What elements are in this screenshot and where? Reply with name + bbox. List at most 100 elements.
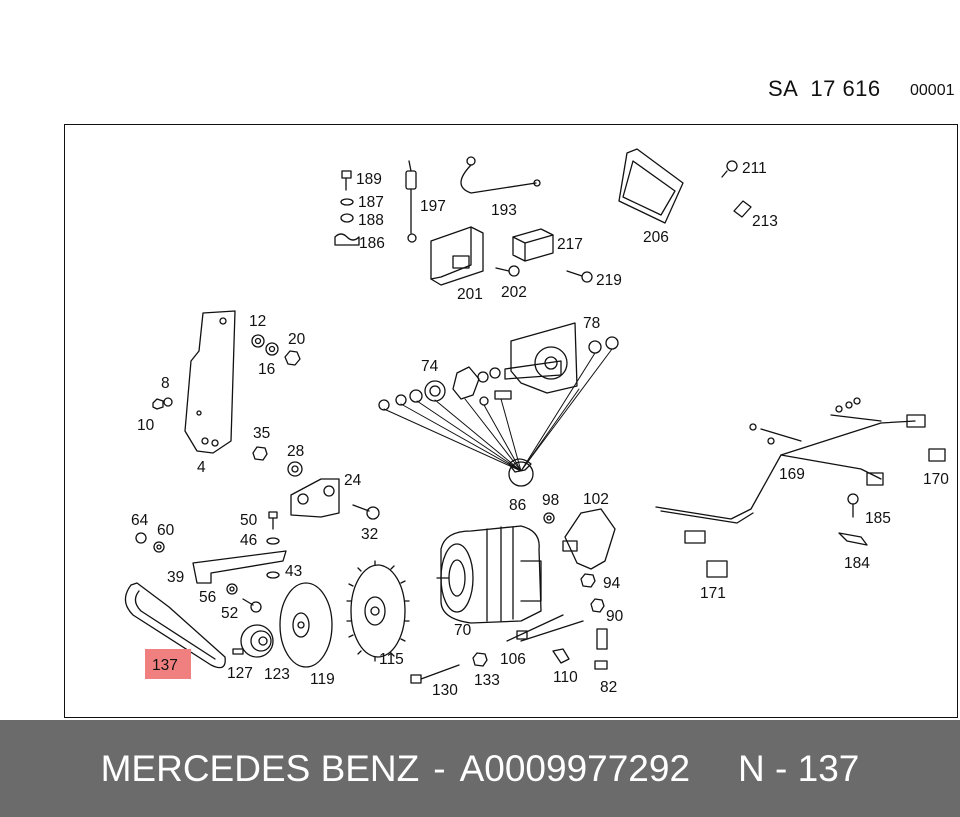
v-belt-137: [124, 582, 226, 669]
nut-20: [284, 350, 301, 366]
parts-diagram-frame: 189 187 188 186 197 193 201 202 217 219 …: [64, 124, 958, 718]
control-unit-201: [430, 226, 484, 286]
callout-98: 98: [542, 492, 559, 509]
callout-188: 188: [358, 212, 384, 229]
cover-206: [618, 148, 684, 224]
washer-12: [251, 334, 265, 348]
fan-115: [346, 560, 410, 662]
callout-24: 24: [344, 472, 362, 489]
hardware-74: [378, 366, 512, 411]
part-number: A0009977292: [459, 747, 691, 789]
bolt-52: [242, 598, 262, 613]
lamp-213: [733, 200, 752, 218]
callout-217: 217: [557, 236, 583, 253]
callout-189: 189: [356, 171, 382, 188]
connector-170: [928, 448, 946, 462]
nut-35: [252, 446, 268, 461]
callout-213: 213: [752, 213, 778, 230]
callout-90: 90: [606, 608, 624, 625]
nut-133: [472, 652, 488, 667]
callout-50: 50: [240, 512, 258, 529]
callout-115: 115: [379, 651, 404, 668]
tool-86: [508, 458, 534, 487]
diagram-sheet-number: 00001: [910, 82, 955, 99]
callout-193: 193: [491, 202, 517, 219]
callout-201: 201: [457, 286, 483, 303]
nut-8: [163, 397, 173, 407]
cable-193: [460, 156, 541, 194]
bolt-32: [352, 504, 380, 520]
callout-64: 64: [131, 512, 149, 529]
callout-12: 12: [249, 313, 266, 330]
nut-98: [543, 512, 555, 524]
callout-78: 78: [583, 315, 600, 332]
diagram-code: SA 17 616: [768, 76, 881, 101]
nut-10: [152, 398, 164, 410]
callout-133: 133: [474, 672, 500, 689]
sensor-197: [405, 160, 417, 243]
alternator-70: [436, 525, 542, 624]
callout-130: 130: [432, 682, 458, 699]
callout-123: 123: [264, 666, 290, 683]
callout-170: 170: [923, 471, 949, 488]
fan-pulley-119: [279, 582, 333, 668]
callout-20: 20: [288, 331, 306, 348]
connector-171: [706, 560, 728, 578]
callout-35: 35: [253, 425, 270, 442]
callout-4: 4: [197, 459, 206, 476]
nut-28: [287, 461, 303, 477]
clamp-186: [334, 233, 360, 246]
highlight-box-137: [145, 649, 191, 679]
nut-94: [580, 573, 596, 588]
separator: -: [433, 747, 446, 789]
screw-219: [566, 270, 593, 283]
washer-16: [265, 342, 279, 356]
screw-202: [495, 265, 520, 277]
brand-name: MERCEDES BENZ: [100, 747, 420, 789]
callout-197: 197: [420, 198, 446, 215]
callout-186: 186: [359, 235, 385, 252]
diagram-position: N - 137: [738, 747, 860, 789]
callout-39: 39: [167, 569, 184, 586]
washer-56: [226, 583, 238, 595]
callout-202: 202: [501, 284, 527, 301]
relay-217: [512, 228, 554, 262]
callout-43: 43: [285, 563, 302, 580]
callout-16: 16: [258, 361, 275, 378]
callout-74: 74: [421, 358, 439, 375]
bolt-130: [410, 664, 460, 684]
bracket-184: [838, 532, 868, 546]
screw-185: [847, 493, 859, 518]
callout-110: 110: [553, 669, 578, 686]
callout-56: 56: [199, 589, 216, 606]
callout-106: 106: [500, 651, 526, 668]
callout-137: 137: [152, 657, 178, 674]
callout-46: 46: [240, 532, 257, 549]
nut-90: [590, 598, 605, 613]
callout-10: 10: [137, 417, 155, 434]
callout-187: 187: [358, 194, 384, 211]
callout-119: 119: [310, 671, 335, 688]
wiring-harness-169: [655, 397, 926, 544]
callout-184: 184: [844, 555, 870, 572]
callout-60: 60: [157, 522, 175, 539]
washer-43: [266, 571, 280, 579]
key-127: [232, 648, 244, 655]
regulator-102: [562, 508, 616, 570]
callout-206: 206: [643, 229, 669, 246]
bulb-211: [721, 160, 738, 178]
brush-holder-82: [594, 628, 608, 670]
bolt-50: [268, 511, 278, 530]
bracket-24: [290, 478, 340, 518]
callout-32: 32: [361, 526, 378, 543]
callout-70: 70: [454, 622, 472, 639]
bracket-4: [184, 310, 236, 454]
washer-60: [153, 541, 165, 553]
callout-169: 169: [779, 466, 805, 483]
callout-219: 219: [596, 272, 622, 289]
washer-46: [266, 537, 280, 545]
nut-64: [135, 532, 147, 544]
callout-28: 28: [287, 443, 304, 460]
callout-211: 211: [742, 160, 767, 177]
callout-171: 171: [700, 585, 726, 602]
